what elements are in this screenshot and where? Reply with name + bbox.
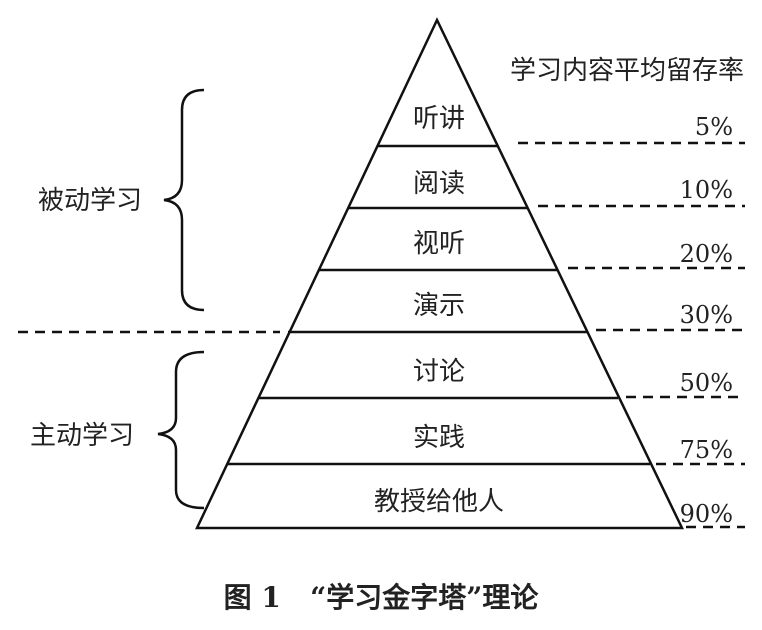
layer-name-audiovisual: 视听 xyxy=(413,229,465,259)
rate-reading: 10% xyxy=(680,176,733,204)
rate-demonstration: 30% xyxy=(680,301,733,329)
rate-audiovisual: 20% xyxy=(680,240,733,268)
layer-name-reading: 阅读 xyxy=(413,169,465,199)
layer-name-discussion: 讨论 xyxy=(413,357,465,387)
layer-name-practice: 实践 xyxy=(413,423,465,453)
layer-name-demonstration: 演示 xyxy=(413,291,465,321)
active-brace xyxy=(157,350,205,510)
figure-caption: 图 1 “学习金字塔”理论 xyxy=(224,581,540,614)
layer-name-listening: 听讲 xyxy=(413,104,465,134)
rate-teaching-others: 90% xyxy=(680,500,733,528)
active-learning-label: 主动学习 xyxy=(30,421,134,451)
rate-practice: 75% xyxy=(680,436,733,464)
passive-brace xyxy=(163,88,205,312)
rate-listening: 5% xyxy=(695,113,733,141)
passive-learning-label: 被动学习 xyxy=(38,186,142,216)
retention-title: 学习内容平均留存率 xyxy=(510,56,744,86)
layer-name-teaching-others: 教授给他人 xyxy=(374,487,504,517)
rate-discussion: 50% xyxy=(680,369,733,397)
pyramid-outline xyxy=(195,17,684,530)
